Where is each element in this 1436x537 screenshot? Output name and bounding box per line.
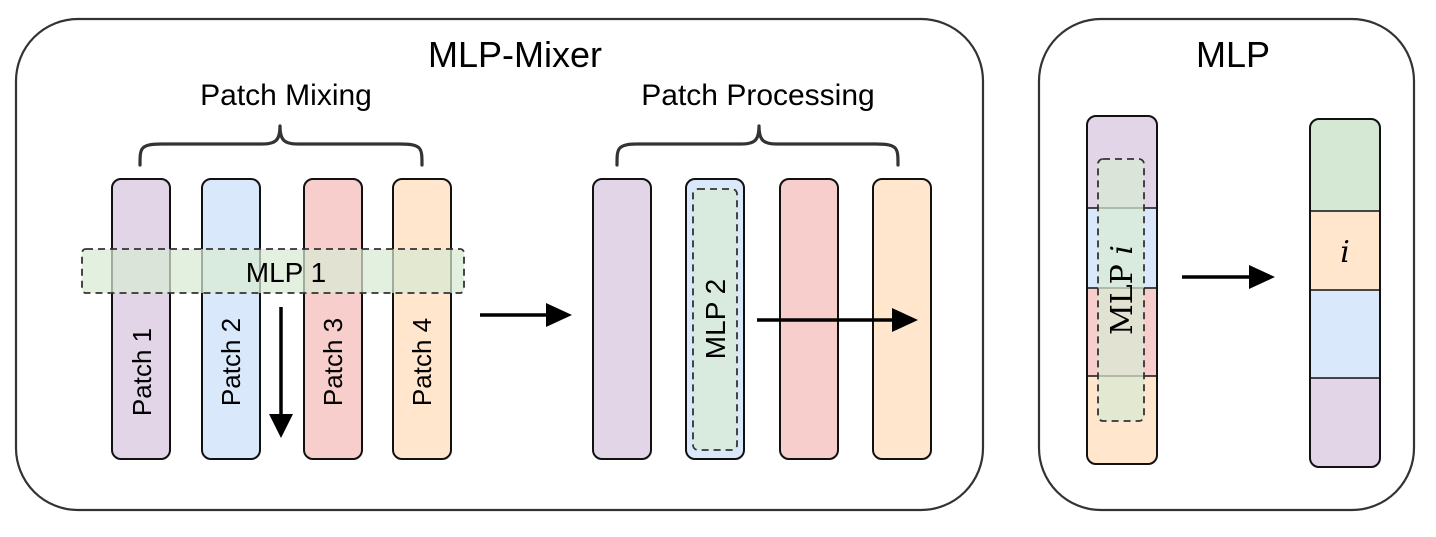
mlp-i-variable: i: [1105, 245, 1140, 255]
patch-processing-brace: [615, 124, 900, 167]
patch-2-label: Patch 2: [216, 318, 246, 406]
mlp-1-label: MLP 1: [246, 257, 326, 288]
mlp-2-overlay: [692, 188, 738, 451]
mlp-input-outline: [1086, 115, 1158, 465]
mlp-output-segment-blue: [1310, 290, 1380, 378]
patch-mixing-label: Patch Mixing: [200, 79, 372, 112]
mlp-mixer-panel: MLP-Mixer Patch Mixing Patch Processing …: [14, 17, 985, 512]
patch-mixing-brace: [138, 124, 424, 167]
mlp-2-label: MLP 2: [700, 279, 731, 359]
mlp-panel: MLP MLP i: [1037, 17, 1416, 512]
patch-4-label: Patch 4: [407, 318, 437, 406]
patch-1-label: Patch 1: [127, 328, 157, 416]
mlp-i-label-text: MLP: [1105, 255, 1140, 335]
mlp-output-segment-orange: [1310, 211, 1380, 290]
mlp-i-label: MLP i: [1105, 245, 1140, 335]
mlp-right-arrowhead: [1249, 265, 1275, 289]
mixer-middle-arrowhead: [546, 303, 572, 327]
mlp-output-bar: [1309, 118, 1381, 468]
patch-3-label: Patch 3: [318, 318, 348, 406]
mlp-output-outline: [1309, 118, 1381, 468]
mlp-output-segment-green: [1310, 140, 1380, 211]
output-i-label: i: [1340, 235, 1350, 270]
mlp-title: MLP: [1196, 34, 1270, 75]
processing-right-arrowhead: [892, 308, 918, 332]
processed-patch-1-bar: [592, 178, 652, 460]
mlp-mixer-title: MLP-Mixer: [428, 34, 602, 75]
mlp-1-overlay: [81, 248, 465, 294]
patch-processing-label: Patch Processing: [641, 79, 874, 112]
mlp-i-overlay: [1097, 158, 1145, 422]
mixing-down-arrowhead: [269, 414, 293, 438]
